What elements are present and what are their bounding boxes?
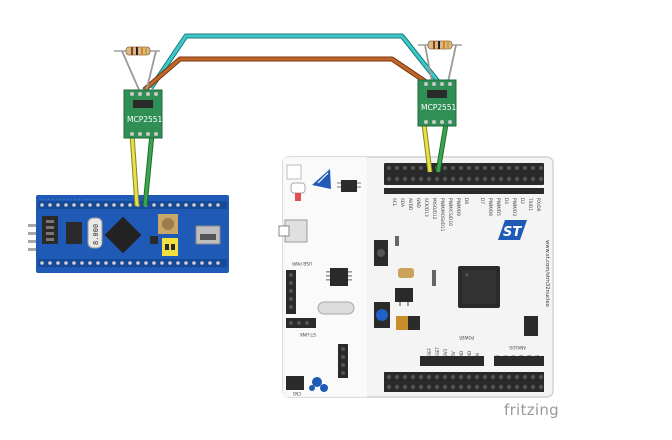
nucleo-side-text: www.st.com/stm32nucleo <box>544 240 550 307</box>
pin-label-scl: SCL <box>391 198 397 207</box>
power-pin-gnd2: GND <box>467 351 472 360</box>
wire-canl-orange <box>142 56 434 92</box>
nucleo-top-header <box>384 163 544 194</box>
st-logo: ST <box>498 220 527 240</box>
stlink-header <box>286 270 296 314</box>
cn1-label: CN1 <box>292 391 301 396</box>
nucleo-top-pin-labels: SCL SDA AVDD GND SCK/D13 MISO/D12 PWM/MO… <box>391 197 541 232</box>
power-pin-gnd1: GND <box>459 351 464 360</box>
pin-label-avdd: AVDD <box>407 198 413 211</box>
pin-label-d4: D4 <box>503 198 509 204</box>
pin-label-d10: PWM/CS/D10 <box>447 198 453 226</box>
pin-label-d6: PWM/D6 <box>487 198 493 216</box>
power-pin-ioref: IOREF <box>427 347 432 360</box>
pin-label-d5: PWM/D5 <box>495 198 501 216</box>
power-pin-reset: RESET <box>435 347 440 360</box>
pin-label-d8: D8 <box>463 198 469 204</box>
terminator-resistor-right <box>418 40 462 83</box>
nucleo-middle-parts: www.st.com/stm32nucleo <box>374 236 550 336</box>
pin-label-d11: PWM/MOSI/D11 <box>439 198 445 232</box>
bluepill-board: 8.000 . . . . . . . . . . . . . . . . . … <box>28 195 229 273</box>
power-pin-3v3: +3V3 <box>443 348 448 360</box>
can-transceiver-left: MCP2551 <box>114 46 163 139</box>
pin-label-d7: D7 <box>479 198 485 204</box>
usb-pwr-label: USB PWR <box>292 260 312 266</box>
transceiver-label-right: MCP2551 <box>421 103 457 112</box>
transceiver-label-left: MCP2551 <box>127 115 163 124</box>
pin-label-d9: PWM/D9 <box>455 198 461 216</box>
analog-section-label: ANALOG <box>509 345 526 350</box>
can-bus-wires <box>129 33 449 207</box>
pin-label-d13: SCK/D13 <box>423 198 429 217</box>
pin-label-d3: PWM/D3 <box>511 198 517 216</box>
pin-label-d0: RX/D0 <box>535 198 541 212</box>
power-section-label: POWER <box>459 335 474 340</box>
pin-label-gnd: GND <box>415 198 421 209</box>
nucleo-mcu <box>458 266 500 308</box>
terminator-resistor-left <box>114 46 160 93</box>
power-pin-5v: +5V <box>451 351 456 360</box>
pin-label-d12: MISO/D12 <box>431 198 437 220</box>
bluepill-top-pin-row: . . . . . . . . . . . . . . . . . . . . … <box>40 197 126 201</box>
st-logo-text: ST <box>503 225 522 240</box>
stlink-label: ST-LINK <box>300 331 316 337</box>
pin-label-d1: TX/D1 <box>527 197 533 211</box>
nucleo-left-parts: USB PWR ST-LINK CN1 <box>278 164 361 396</box>
can-transceiver-right: MCP2551 <box>417 40 462 127</box>
pin-label-sda: SDA <box>399 198 405 207</box>
crystal-label: 8.000 <box>92 224 100 245</box>
nucleo-bottom-header <box>384 356 544 392</box>
st-small-logo <box>309 377 328 392</box>
fritzing-watermark: fritzing <box>504 401 559 419</box>
pin-label-d2: D2 <box>519 198 525 204</box>
nucleo-board: SCL SDA AVDD GND SCK/D13 MISO/D12 PWM/MO… <box>278 156 554 398</box>
